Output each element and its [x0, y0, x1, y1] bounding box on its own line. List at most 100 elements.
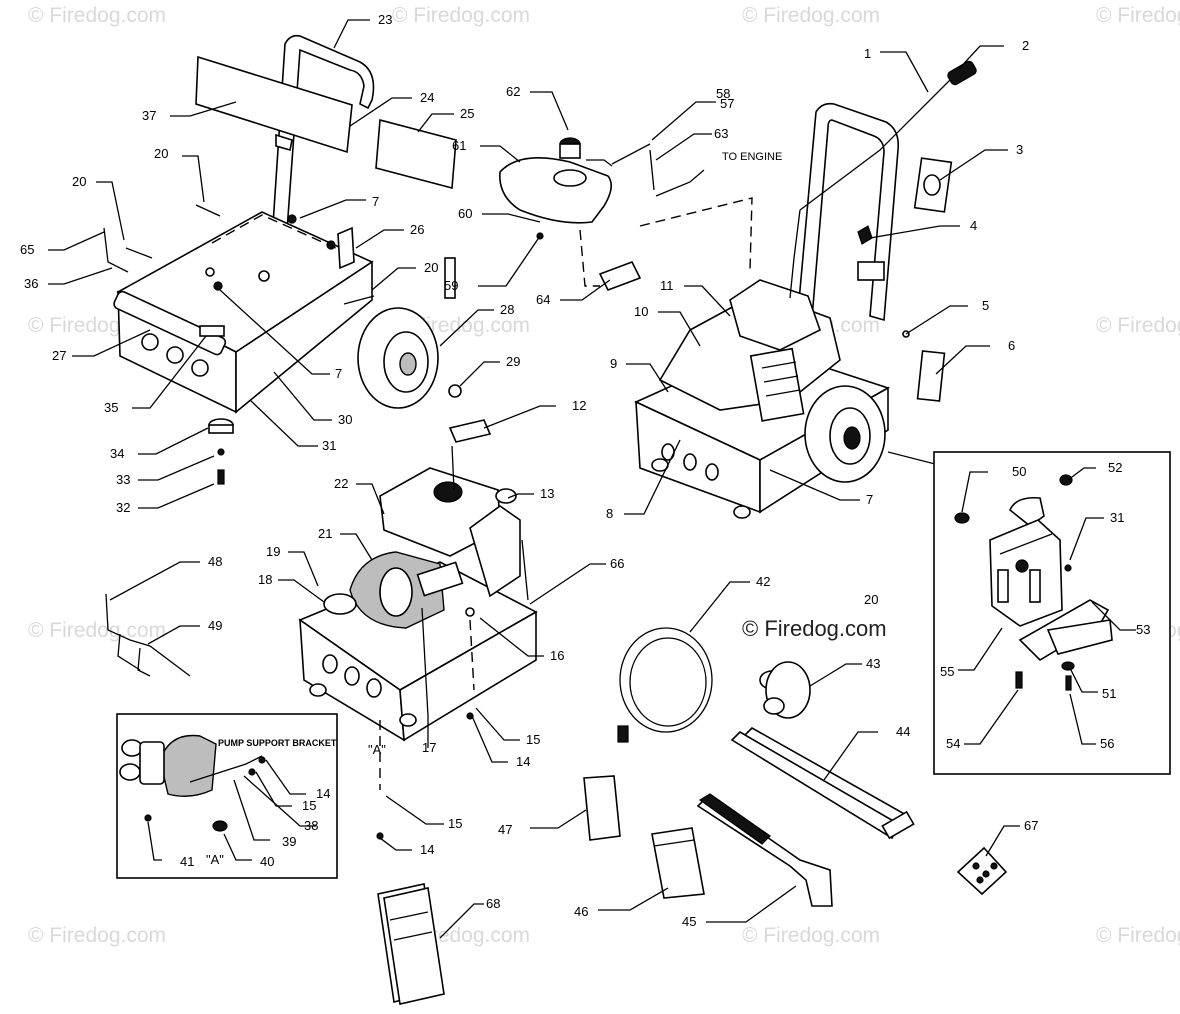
- engine-pump-assembly: [298, 257, 538, 840]
- watermark: © Firedog.com: [1096, 4, 1180, 27]
- annotations: TO ENGINE "A" "A": [206, 151, 782, 867]
- watermark: © Firedog.com: [742, 924, 880, 947]
- callout-15: 15: [526, 732, 540, 747]
- callout-31: 31: [322, 438, 336, 453]
- ref-a-label-inset: "A": [206, 852, 224, 867]
- watermark: © Firedog.com: [1096, 314, 1180, 337]
- callout-28: 28: [500, 302, 514, 317]
- callout-21: 21: [318, 526, 332, 541]
- callout-62: 62: [506, 84, 520, 99]
- callout-14: 14: [316, 786, 330, 801]
- watermark: © Firedog.com: [1096, 924, 1180, 947]
- callout-4: 4: [970, 218, 977, 233]
- callout-7: 7: [335, 366, 342, 381]
- callout-46: 46: [574, 904, 588, 919]
- callout-66: 66: [610, 556, 624, 571]
- callout-29: 29: [506, 354, 520, 369]
- callout-27: 27: [52, 348, 66, 363]
- ref-a-label: "A": [368, 742, 386, 757]
- callout-31: 31: [1110, 510, 1124, 525]
- callout-51: 51: [1102, 686, 1116, 701]
- callout-7: 7: [866, 492, 873, 507]
- center-watermark: © Firedog.com: [742, 616, 887, 641]
- callout-34: 34: [110, 446, 124, 461]
- callout-2: 2: [1022, 38, 1029, 53]
- callout-20: 20: [864, 592, 878, 607]
- callout-20: 20: [424, 260, 438, 275]
- callout-14: 14: [516, 754, 530, 769]
- callout-42: 42: [756, 574, 770, 589]
- callout-9: 9: [610, 356, 617, 371]
- watermark: © Firedog.com: [392, 4, 530, 27]
- leader-lines: [48, 19, 1136, 939]
- callout-11: 11: [660, 278, 674, 293]
- callout-53: 53: [1136, 622, 1150, 637]
- assembled-pressure-washer: [634, 60, 977, 519]
- callout-43: 43: [866, 656, 880, 671]
- holder-bracket: [105, 593, 191, 677]
- callout-59: 59: [444, 278, 458, 293]
- callout-3: 3: [1016, 142, 1023, 157]
- callout-22: 22: [334, 476, 348, 491]
- callout-30: 30: [338, 412, 352, 427]
- callout-60: 60: [458, 206, 472, 221]
- callout-7: 7: [372, 194, 379, 209]
- callout-68: 68: [486, 896, 500, 911]
- callout-19: 19: [266, 544, 280, 559]
- callout-32: 32: [116, 500, 130, 515]
- watermark: © Firedog.com: [28, 4, 166, 27]
- callout-64: 64: [536, 292, 550, 307]
- callout-38: 38: [304, 818, 318, 833]
- callout-47: 47: [498, 822, 512, 837]
- callout-39: 39: [282, 834, 296, 849]
- callout-61: 61: [452, 138, 466, 153]
- callout-48: 48: [208, 554, 222, 569]
- callout-20: 20: [72, 174, 86, 189]
- callout-15: 15: [302, 798, 316, 813]
- callout-17: 17: [422, 740, 436, 755]
- callout-40: 40: [260, 854, 274, 869]
- callout-25: 25: [460, 106, 474, 121]
- callout-10: 10: [634, 304, 648, 319]
- callout-56: 56: [1100, 736, 1114, 751]
- callout-1: 1: [864, 46, 871, 61]
- callout-50: 50: [1012, 464, 1026, 479]
- callout-36: 36: [24, 276, 38, 291]
- callout-16: 16: [550, 648, 564, 663]
- callout-41: 41: [180, 854, 194, 869]
- inset-title: PUMP SUPPORT BRACKET: [218, 738, 337, 748]
- callout-18: 18: [258, 572, 272, 587]
- callout-12: 12: [572, 398, 586, 413]
- callout-58: 58: [716, 86, 730, 101]
- watermark: © Firedog.com: [742, 4, 880, 27]
- callout-15: 15: [448, 816, 462, 831]
- inset-guard-assembly: [933, 451, 1171, 775]
- callout-8: 8: [606, 506, 613, 521]
- to-engine-label: TO ENGINE: [722, 151, 782, 163]
- watermark: © Firedog.com: [28, 924, 166, 947]
- callout-67: 67: [1024, 818, 1038, 833]
- callout-52: 52: [1108, 460, 1122, 475]
- callout-49: 49: [208, 618, 222, 633]
- callout-13: 13: [540, 486, 554, 501]
- callout-23: 23: [378, 12, 392, 27]
- inset-pump-support-bracket: PUMP SUPPORT BRACKET: [116, 713, 338, 879]
- callout-20: 20: [154, 146, 168, 161]
- callout-33: 33: [116, 472, 130, 487]
- callout-26: 26: [410, 222, 424, 237]
- callout-57: 57: [720, 96, 734, 111]
- callout-labels: 1 2 3 4 5 6 7 7 7 8 9 10 11 12 13 14 14 …: [20, 12, 1150, 929]
- callout-44: 44: [896, 724, 910, 739]
- watermark: © Firedog.com: [28, 619, 166, 642]
- callout-63: 63: [714, 126, 728, 141]
- callout-6: 6: [1008, 338, 1015, 353]
- callout-14: 14: [420, 842, 434, 857]
- callout-24: 24: [420, 90, 434, 105]
- fuel-tank-assembly: [499, 137, 753, 292]
- callout-65: 65: [20, 242, 34, 257]
- callout-35: 35: [104, 400, 118, 415]
- callout-37: 37: [142, 108, 156, 123]
- callout-54: 54: [946, 736, 960, 751]
- callout-5: 5: [982, 298, 989, 313]
